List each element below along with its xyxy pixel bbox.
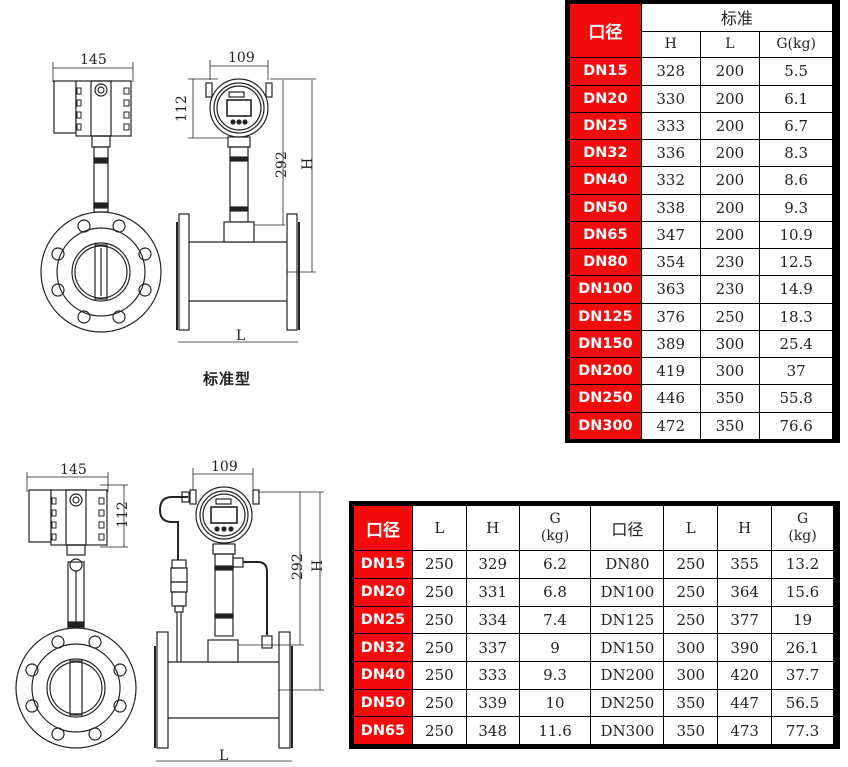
dim-292-bottom: 292 <box>290 553 306 580</box>
header-G-right: G(kg) <box>771 504 834 552</box>
header-L-right: L <box>663 504 719 552</box>
header-H: H <box>640 30 701 59</box>
header-size: 口径 <box>569 2 642 59</box>
compensated-type-drawing: 145 112 109 <box>15 459 326 764</box>
dim-112-bottom: 112 <box>115 501 131 528</box>
dim-112-top: 112 <box>174 95 190 122</box>
dim-109-bottom: 109 <box>211 459 238 475</box>
header-L: L <box>699 30 761 59</box>
header-G-left: G(kg) <box>518 504 592 552</box>
header-H-left: H <box>465 504 520 552</box>
header-standard: 标准 <box>640 3 834 32</box>
standard-type-caption: 标准型 <box>203 370 252 388</box>
dim-145-top: 145 <box>80 52 107 68</box>
dim-H-bottom: H <box>310 560 326 572</box>
dim-L-bottom: L <box>219 748 228 764</box>
dim-109-top: 109 <box>228 50 255 66</box>
header-size-left: 口径 <box>353 504 413 552</box>
standard-type-drawing: 145 109 112 2 <box>40 50 316 344</box>
dim-145-bottom: 145 <box>60 462 87 478</box>
header-size-right: 口径 <box>590 504 665 552</box>
dim-292-top: 292 <box>274 151 290 178</box>
header-L-left: L <box>411 504 467 552</box>
header-H-right: H <box>717 504 773 552</box>
dim-H-top: H <box>300 158 316 170</box>
header-G: G(kg) <box>759 30 833 59</box>
dim-L-top: L <box>236 328 245 344</box>
